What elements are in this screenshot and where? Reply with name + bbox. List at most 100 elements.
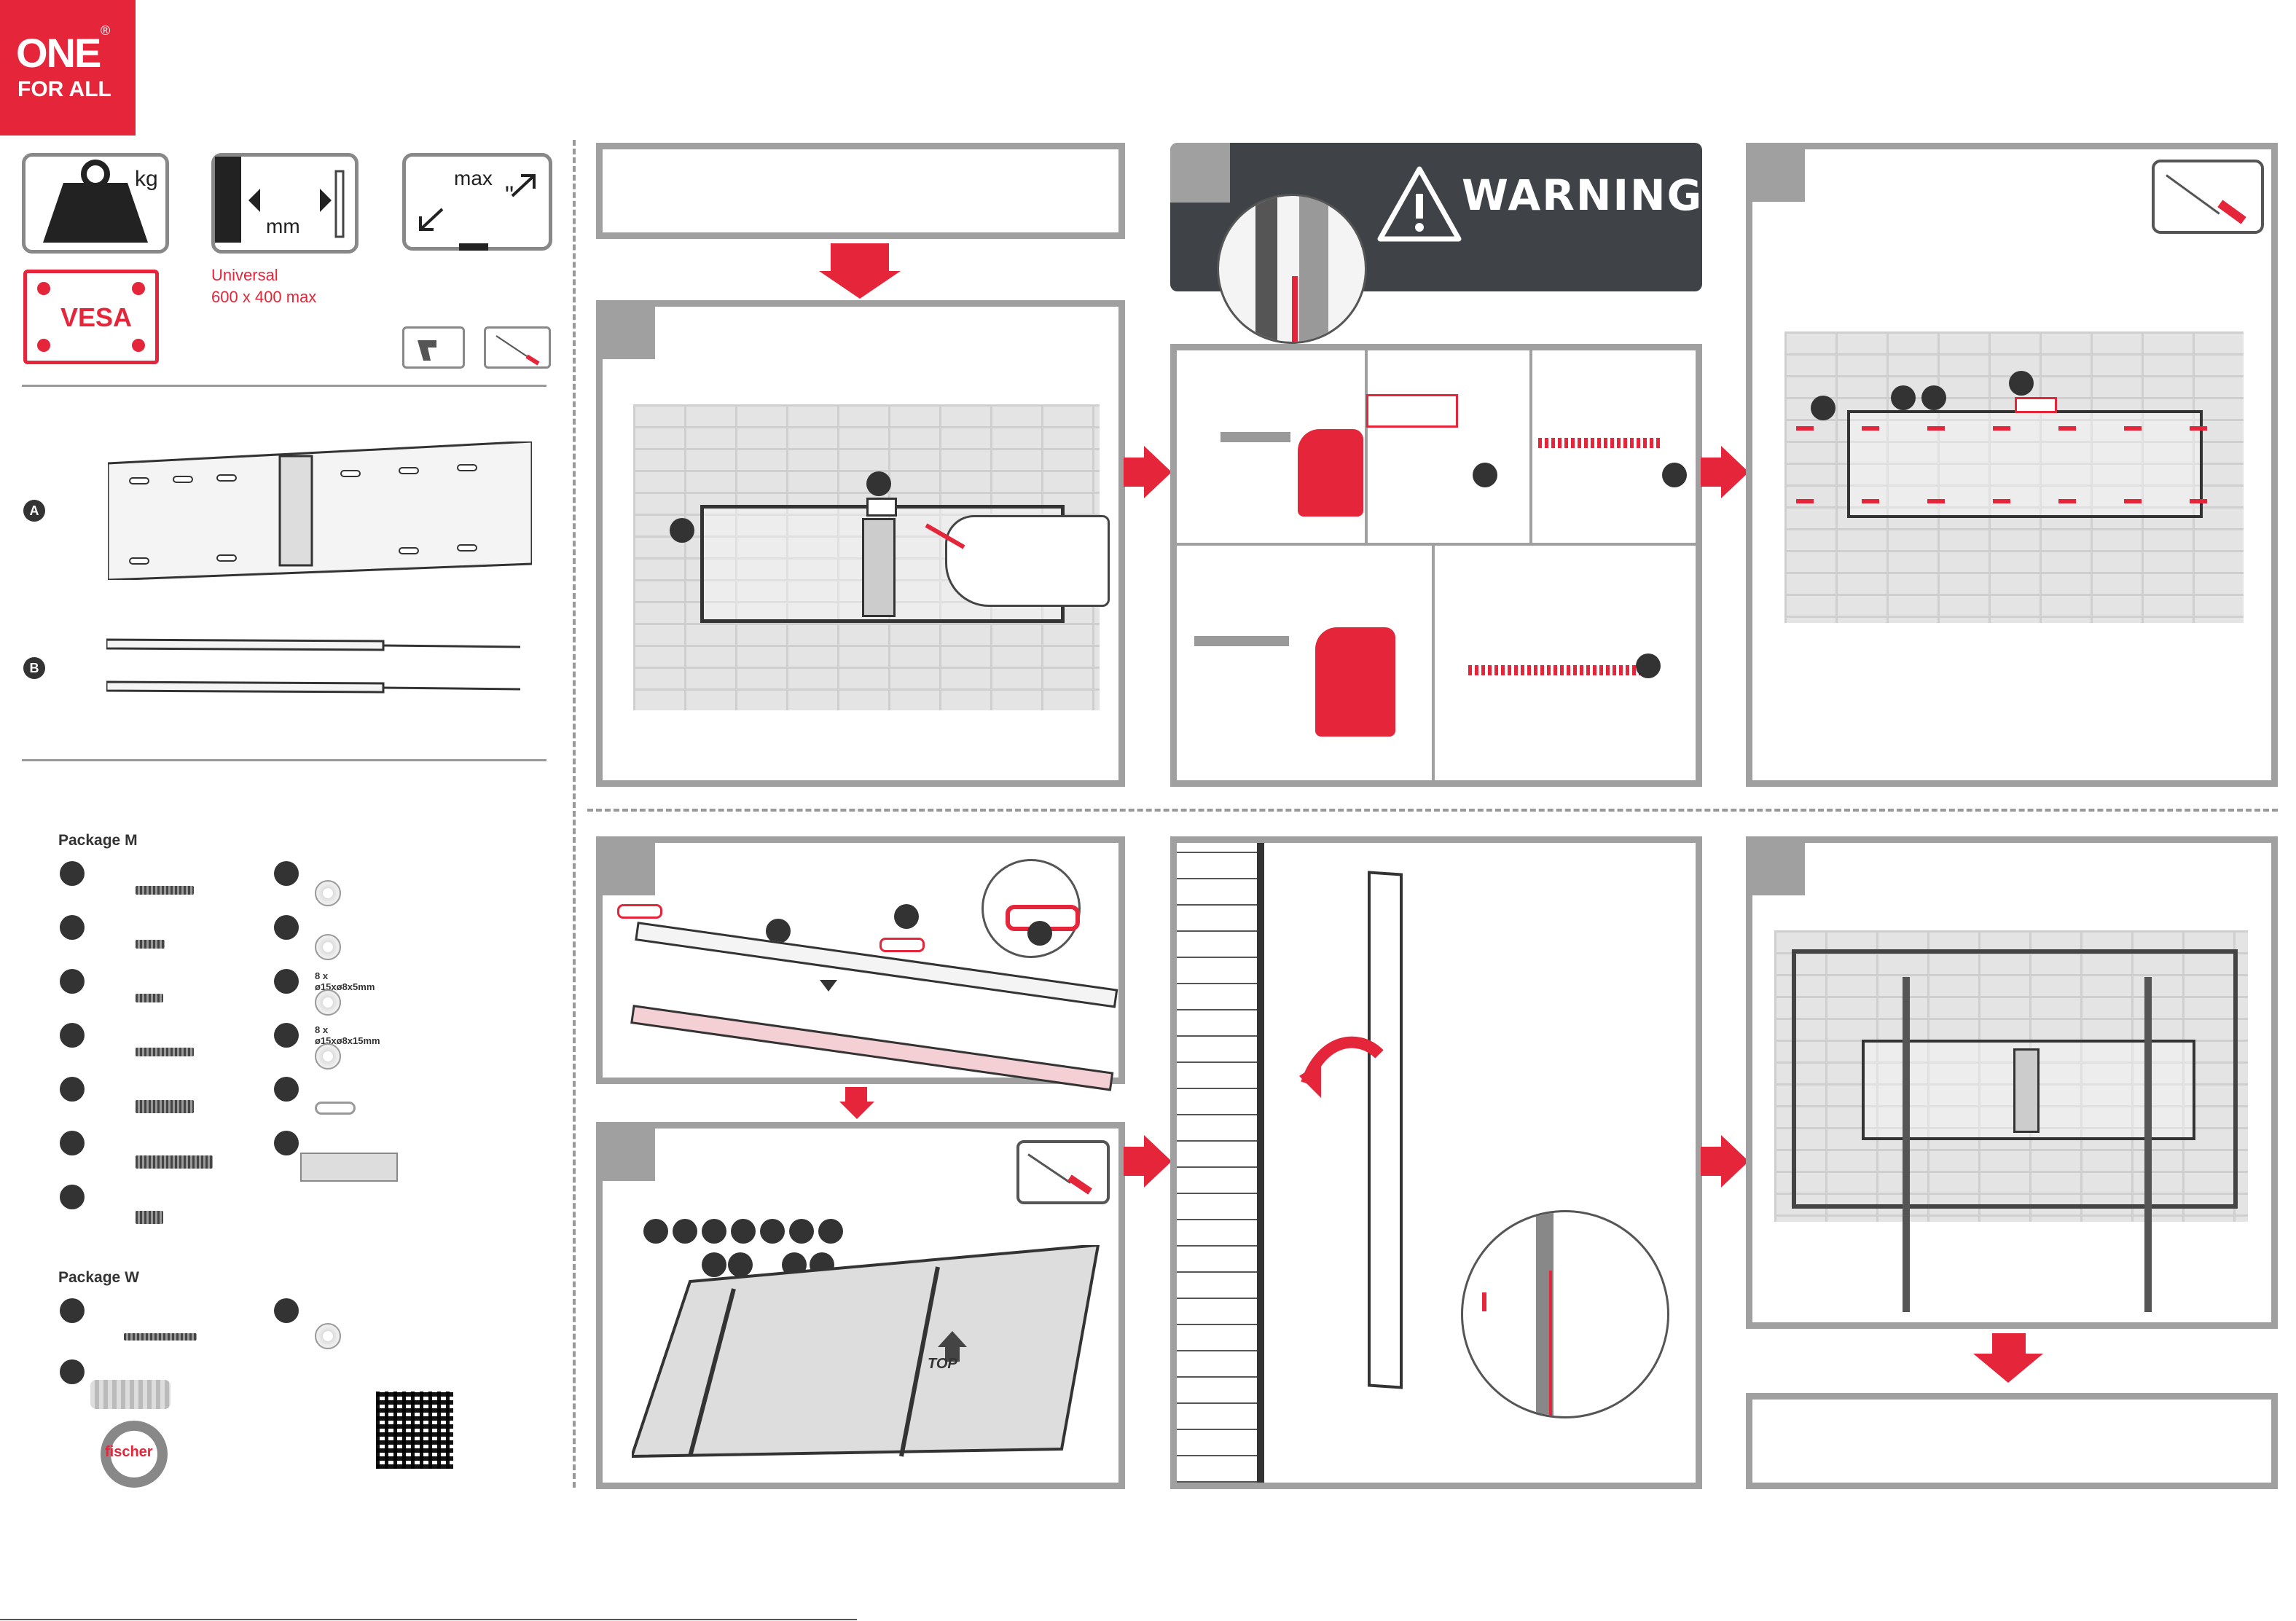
part-callout — [1662, 463, 1687, 487]
wall-plug-in-hole — [1366, 394, 1458, 428]
footer-line — [0, 1619, 857, 1620]
arm-left — [1903, 977, 1910, 1312]
down-arrow-3-head — [1973, 1354, 2043, 1383]
tv-side-profile — [1368, 871, 1403, 1389]
right-arrow-2-head — [1721, 446, 1749, 498]
weight-spec-card: kg — [22, 153, 169, 254]
ring-icon — [315, 1102, 356, 1115]
lock-detail-zoom — [1461, 1210, 1669, 1418]
vesa-universal-text: Universal — [211, 265, 278, 286]
step-a-panel — [596, 836, 1125, 1084]
part-bullet — [60, 1185, 85, 1209]
washer-icon — [315, 1323, 341, 1349]
step-d-tab — [1752, 843, 1805, 895]
down-arrow-small — [820, 980, 837, 992]
spirit-level-icon — [300, 1153, 398, 1182]
part-callout — [1891, 385, 1916, 410]
depth-unit: mm — [266, 215, 300, 238]
right-arrow-4-head — [1721, 1135, 1749, 1188]
step-intro-box — [596, 143, 1125, 239]
part-callout — [1921, 385, 1946, 410]
tv-stand-icon — [459, 243, 488, 251]
step-final-box — [1746, 1393, 2278, 1489]
arm-right — [2144, 977, 2152, 1312]
brand-logo: ONE ® FOR ALL — [0, 0, 136, 136]
wall-plug-icon — [90, 1380, 171, 1409]
right-arrow-3 — [1124, 1147, 1145, 1176]
ring-icon — [879, 938, 925, 952]
level-on-plate — [2015, 397, 2057, 413]
part-callout — [1473, 463, 1497, 487]
step-b-panel: TOP — [596, 1122, 1125, 1489]
wood-screw-icon — [124, 1333, 197, 1341]
part-callout — [670, 518, 694, 543]
screwdriver-icon — [1016, 1140, 1110, 1204]
wall-edge — [1257, 843, 1264, 1483]
qr-code — [376, 1392, 453, 1469]
part-bullet — [60, 1298, 85, 1323]
vesa-max-text: 600 x 400 max — [211, 287, 316, 307]
divider-1 — [22, 385, 546, 387]
part-bullet — [274, 1077, 299, 1102]
right-arrow-1 — [1124, 458, 1145, 487]
top-label: TOP — [928, 1356, 957, 1373]
down-arrow-1 — [831, 243, 889, 272]
right-arrow-1-head — [1144, 446, 1172, 498]
part-bullet — [60, 861, 85, 886]
down-arrow-2 — [845, 1087, 867, 1103]
logo-line-2: FOR ALL — [17, 77, 111, 102]
drill-red-bottom — [1315, 627, 1395, 737]
wall-cable-detail — [1217, 194, 1367, 344]
down-arrow-3 — [1992, 1333, 2026, 1355]
warning-text: WARNING — [1462, 170, 1703, 220]
wall-anchors-top — [1796, 426, 2248, 431]
right-arrow-3-head — [1144, 1135, 1172, 1188]
screen-size-spec-card: max " — [402, 153, 552, 251]
screen-inch-mark: " — [505, 181, 514, 210]
package-w-title: Package W — [58, 1269, 139, 1287]
down-arrow-1-head — [819, 271, 901, 299]
drill-bit — [1221, 432, 1290, 442]
screen-max-label: max — [454, 167, 493, 190]
horizontal-separator — [587, 809, 2278, 812]
vesa-label: VESA — [60, 302, 132, 333]
screw-icon — [136, 1048, 194, 1056]
step-1-tab — [603, 307, 655, 359]
hand-marking — [945, 515, 1110, 607]
plate-center-bracket — [862, 518, 896, 617]
screw-icon — [136, 1155, 213, 1169]
part-bullet — [274, 969, 299, 994]
part-b-badge: B — [23, 657, 45, 679]
screw-icon — [136, 1211, 163, 1224]
part-bullet — [60, 1023, 85, 1048]
center-bracket — [2013, 1048, 2040, 1133]
logo-registered: ® — [101, 23, 110, 39]
vertical-separator — [573, 140, 576, 1488]
wall-anchors-bottom — [1796, 499, 2248, 503]
spacer-icon — [315, 1043, 341, 1069]
screw-icon — [136, 1100, 194, 1113]
arm-after — [630, 1005, 1113, 1091]
screw-icon — [136, 886, 194, 895]
vertical-arms-illustration — [106, 634, 522, 707]
wall-plate-illustration — [108, 441, 532, 580]
part-bullet — [60, 915, 85, 940]
logo-line-1: ONE — [16, 29, 100, 76]
part-bullet — [274, 915, 299, 940]
part-bullet — [60, 1131, 85, 1155]
side-wall-bricks — [1177, 843, 1257, 1483]
part-callout — [1027, 921, 1052, 946]
vesa-badge: VESA — [23, 270, 159, 364]
drill-bit-bottom — [1194, 636, 1289, 646]
screw-icon — [136, 994, 163, 1002]
part-callout — [1636, 653, 1661, 678]
divider-2 — [22, 759, 546, 761]
ring-detail — [982, 859, 1081, 958]
curved-arrow-icon — [1299, 1025, 1387, 1098]
step-2-panel — [1170, 344, 1702, 787]
part-callout — [894, 904, 919, 929]
right-arrow-2 — [1701, 458, 1723, 487]
package-m-title: Package M — [58, 832, 138, 849]
warning-triangle-icon — [1376, 165, 1463, 245]
tv-back-illustration — [632, 1245, 1113, 1464]
